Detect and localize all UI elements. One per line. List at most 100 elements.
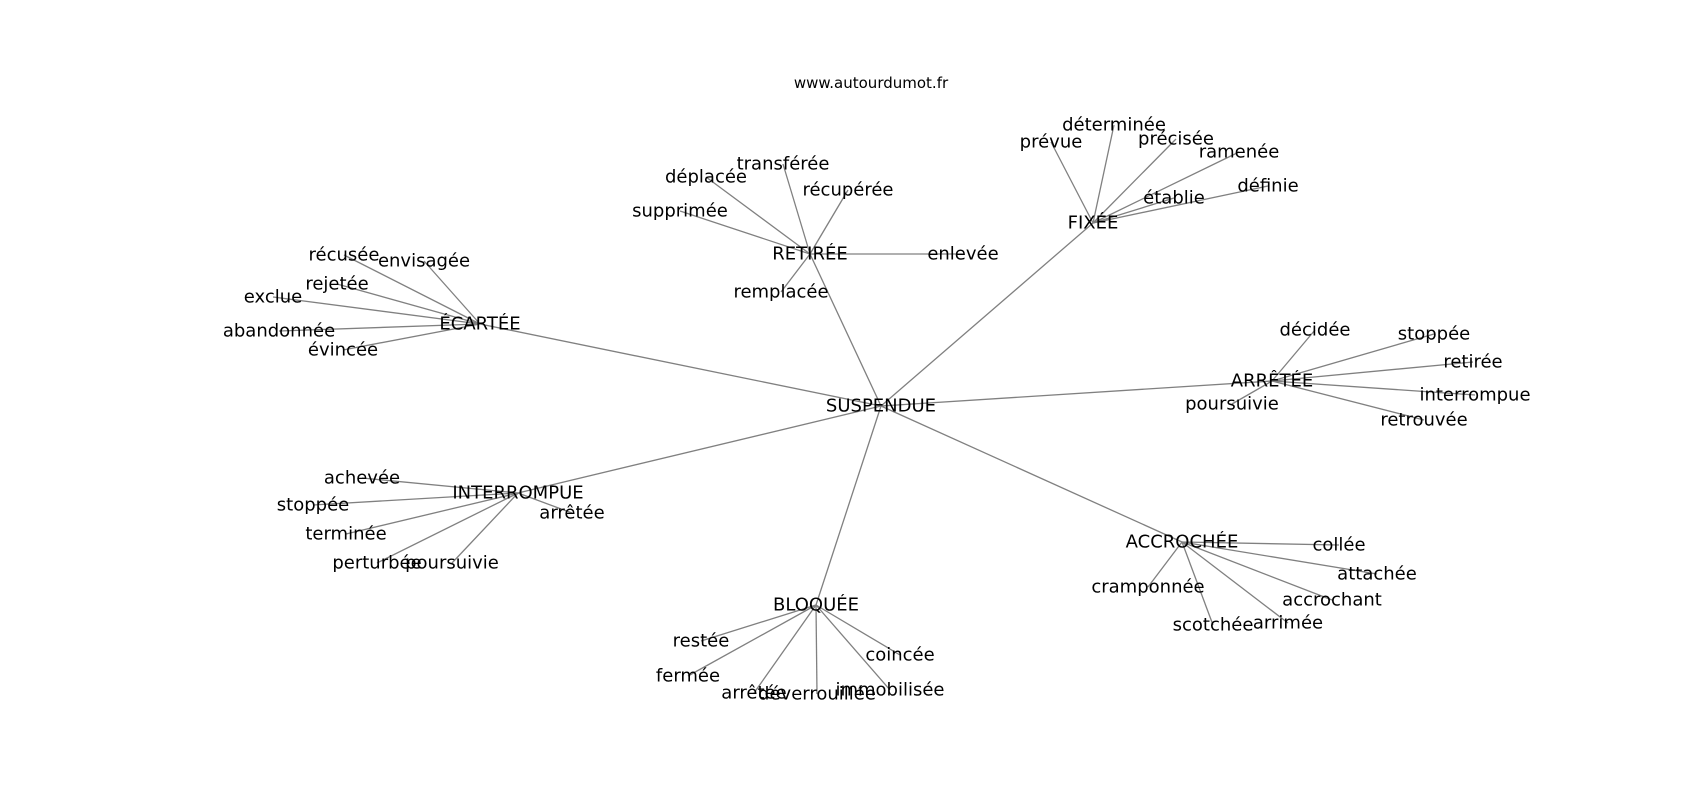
edge-center-4: [880, 405, 1183, 543]
leaf-node: coincée: [865, 645, 934, 666]
leaf-node: ramenée: [1199, 142, 1280, 163]
edge-cluster-0-leaf-5: [342, 323, 481, 351]
leaf-node: arrêtée: [721, 683, 786, 704]
edge-cluster-1-leaf-5: [780, 253, 811, 293]
leaf-node: collée: [1312, 535, 1365, 556]
graph-edges: [272, 124, 1476, 695]
leaf-node: déverrouillée: [758, 684, 876, 705]
leaf-node: supprimée: [632, 201, 728, 222]
edge-cluster-2-leaf-3: [1092, 151, 1240, 224]
edge-center-6: [517, 405, 882, 494]
edge-center-3: [880, 380, 1273, 407]
leaf-node: récupérée: [802, 180, 893, 201]
leaf-node: arrêtée: [539, 503, 604, 524]
leaf-node: déplacée: [665, 167, 747, 188]
edge-center-5: [815, 405, 882, 606]
edge-center-1: [809, 253, 882, 407]
leaf-node: remplacée: [733, 282, 828, 303]
edge-cluster-0-leaf-2: [336, 283, 481, 325]
leaf-node: restée: [673, 631, 730, 652]
leaf-node: fermée: [656, 666, 720, 687]
edge-cluster-1-leaf-2: [809, 189, 849, 255]
leaf-node: retrouvée: [1380, 410, 1467, 431]
cluster-node: ARRÊTÉE: [1231, 370, 1313, 392]
leaf-node: rejetée: [305, 274, 368, 295]
leaf-node: poursuivie: [1185, 394, 1279, 415]
cluster-node: ÉCARTÉE: [439, 313, 520, 335]
edge-cluster-2-leaf-4: [1092, 185, 1269, 224]
edge-cluster-3-leaf-3: [1271, 380, 1476, 396]
leaf-node: arrimée: [1253, 613, 1323, 634]
edge-center-0: [479, 323, 882, 407]
leaf-node: attachée: [1337, 564, 1417, 585]
edge-cluster-5-leaf-4: [753, 604, 817, 694]
edge-cluster-4-leaf-5: [1181, 541, 1289, 624]
edge-cluster-4-leaf-1: [1181, 541, 1378, 575]
edge-cluster-0-leaf-4: [278, 323, 481, 332]
leaf-node: stoppée: [1398, 324, 1470, 345]
leaf-node: décidée: [1280, 320, 1351, 341]
edge-cluster-3-leaf-0: [1271, 329, 1316, 382]
edge-cluster-4-leaf-4: [1181, 541, 1214, 626]
leaf-node: perturbée: [332, 553, 421, 574]
cluster-node: BLOQUÉE: [773, 594, 859, 616]
leaf-node: retirée: [1443, 352, 1502, 373]
edge-cluster-6-leaf-2: [345, 492, 519, 535]
edge-cluster-5-leaf-0: [700, 604, 817, 642]
edge-cluster-2-leaf-5: [1092, 197, 1175, 224]
edge-cluster-5-leaf-2: [687, 604, 817, 677]
cluster-node: FIXÉE: [1068, 212, 1119, 234]
leaf-node: achevée: [324, 468, 400, 489]
leaf-node: interrompue: [1419, 385, 1530, 406]
cluster-node: ACCROCHÉE: [1126, 531, 1239, 553]
leaf-node: poursuivie: [405, 553, 499, 574]
edge-cluster-6-leaf-5: [517, 492, 573, 514]
leaf-node: déterminée: [1062, 115, 1166, 136]
leaf-node: immobilisée: [835, 680, 944, 701]
leaf-node: exclue: [244, 287, 302, 308]
edge-cluster-1-leaf-3: [679, 210, 811, 255]
leaf-node: définie: [1237, 176, 1298, 197]
leaf-node: établie: [1143, 188, 1205, 209]
source-label: www.autourdumot.fr: [794, 74, 949, 92]
edge-cluster-3-leaf-4: [1231, 380, 1273, 405]
center-node: SUSPENDUE: [826, 396, 936, 417]
leaf-node: transférée: [737, 154, 830, 175]
leaf-node: précisée: [1138, 129, 1214, 150]
edge-cluster-0-leaf-1: [423, 260, 481, 325]
leaf-node: cramponnée: [1091, 577, 1204, 598]
edge-center-2: [880, 222, 1094, 407]
leaf-node: terminée: [305, 524, 386, 545]
edge-cluster-5-leaf-5: [815, 604, 818, 695]
edge-cluster-5-leaf-1: [815, 604, 901, 656]
leaf-node: accrochant: [1282, 590, 1382, 611]
edge-cluster-2-leaf-1: [1050, 141, 1094, 224]
edge-cluster-4-leaf-3: [1181, 541, 1333, 601]
leaf-node: scotchée: [1173, 615, 1254, 636]
edge-cluster-4-leaf-0: [1181, 541, 1340, 546]
edge-cluster-3-leaf-1: [1271, 333, 1435, 382]
edge-cluster-0-leaf-3: [272, 296, 481, 325]
leaf-node: abandonnée: [223, 321, 335, 342]
edge-cluster-6-leaf-3: [376, 492, 519, 564]
cluster-node: RETIRÉE: [772, 243, 847, 265]
edge-cluster-4-leaf-2: [1147, 541, 1183, 588]
edge-cluster-3-leaf-5: [1271, 380, 1425, 421]
edge-cluster-5-leaf-3: [815, 604, 891, 691]
edge-cluster-2-leaf-0: [1092, 124, 1115, 224]
edge-cluster-2-leaf-2: [1092, 138, 1177, 224]
edge-cluster-3-leaf-2: [1271, 361, 1474, 382]
edge-cluster-6-leaf-1: [312, 492, 519, 506]
leaf-node: envisagée: [378, 251, 470, 272]
edge-cluster-6-leaf-4: [451, 492, 519, 564]
leaf-node: récusée: [309, 245, 380, 266]
leaf-node: stoppée: [277, 495, 349, 516]
edge-cluster-0-leaf-0: [343, 254, 481, 325]
leaf-node: évincée: [308, 340, 378, 361]
edge-cluster-1-leaf-1: [705, 176, 811, 255]
cluster-node: INTERROMPUE: [452, 483, 583, 504]
edge-cluster-6-leaf-0: [361, 477, 519, 494]
edge-cluster-1-leaf-0: [782, 163, 811, 255]
